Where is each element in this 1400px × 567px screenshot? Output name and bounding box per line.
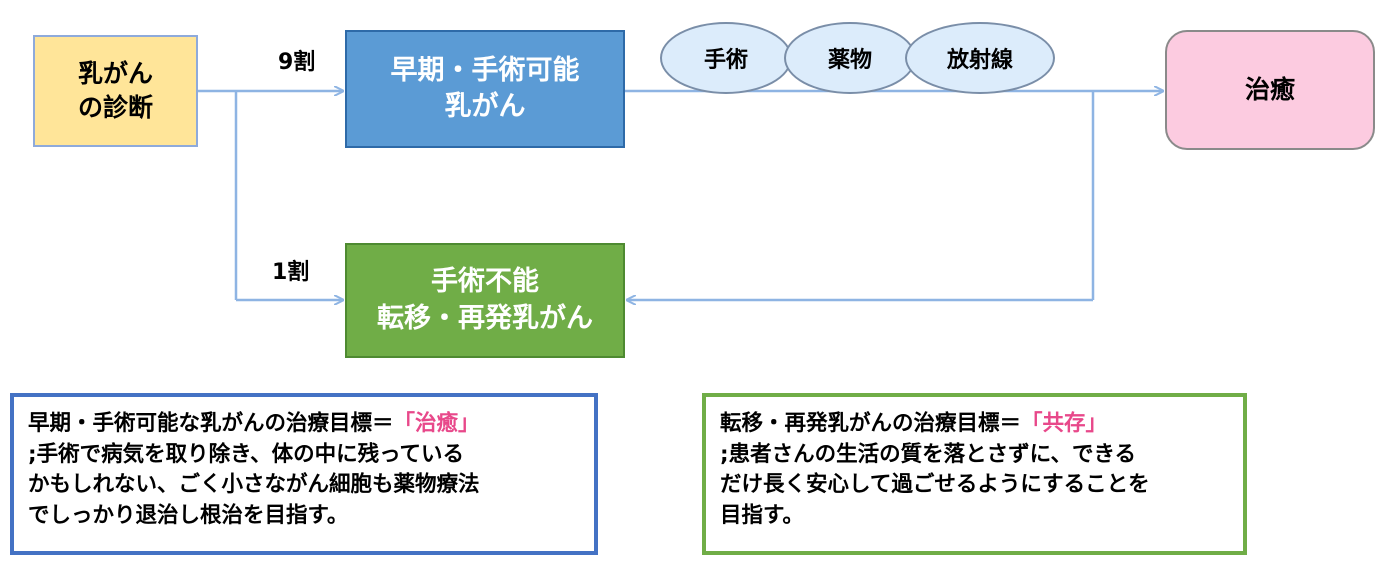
node-cure-label: 治癒: [1244, 75, 1295, 105]
proportion-early-label: 9割: [278, 50, 316, 75]
note-early-line-2: かもしれない、ごく小さながん細胞も薬物療法: [28, 472, 480, 498]
node-cure: 治癒: [1165, 30, 1375, 150]
node-inoperable-line1: 手術不能: [431, 266, 539, 298]
treatment-drug-label: 薬物: [827, 48, 872, 73]
note-metastatic-line-1: ;患者さんの生活の質を落とさずに、できる: [720, 441, 1137, 467]
note-metastatic-title-line: 転移・再発乳がんの治療目標＝「共存」: [720, 409, 1229, 440]
note-early-line-1: ;手術で病気を取り除き、体の中に残っている: [28, 441, 465, 467]
note-metastatic-line-3: 目指す。: [720, 502, 804, 528]
proportion-inoperable-label: 1割: [272, 260, 310, 285]
note-metastatic-goal: 転移・再発乳がんの治療目標＝「共存」 ;患者さんの生活の質を落とさずに、できる …: [702, 393, 1247, 555]
note-metastatic-title: 転移・再発乳がんの治療目標＝: [720, 411, 1022, 436]
node-diagnosis: 乳がん の診断: [33, 35, 198, 147]
note-metastatic-line-2: だけ長く安心して過ごせるようにすることを: [720, 472, 1150, 498]
note-early-goal-text: 「治癒」: [393, 411, 480, 436]
note-metastatic-goal-text: 「共存」: [1021, 411, 1108, 436]
node-inoperable-line2: 転移・再発乳がん: [377, 302, 593, 334]
treatment-surgery: 手術: [660, 22, 792, 94]
node-diagnosis-line2: の診断: [77, 93, 153, 122]
node-early-line1: 早期・手術可能: [390, 54, 580, 86]
treatment-radiation-label: 放射線: [946, 48, 1013, 73]
node-early-operable: 早期・手術可能 乳がん: [345, 30, 625, 148]
treatment-drug: 薬物: [784, 22, 916, 94]
treatment-surgery-label: 手術: [703, 48, 748, 73]
note-early-goal: 早期・手術可能な乳がんの治療目標＝「治癒」 ;手術で病気を取り除き、体の中に残っ…: [10, 393, 598, 555]
note-early-title-line: 早期・手術可能な乳がんの治療目標＝「治癒」: [28, 409, 580, 440]
note-early-line-3: でしっかり退治し根治を目指す。: [28, 502, 349, 528]
treatment-radiation: 放射線: [905, 22, 1055, 94]
node-diagnosis-line1: 乳がん: [77, 59, 153, 89]
node-inoperable: 手術不能 転移・再発乳がん: [345, 243, 625, 358]
node-early-line2: 乳がん: [444, 91, 526, 122]
note-early-title: 早期・手術可能な乳がんの治療目標＝: [28, 411, 394, 436]
